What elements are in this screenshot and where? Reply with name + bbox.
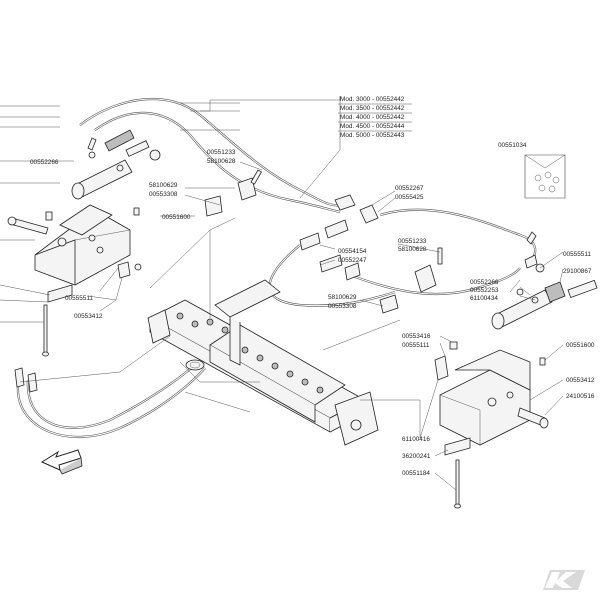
- model-row-1: Mod. 3000 - 00552442: [340, 96, 405, 103]
- model-row-2: Mod. 3500 - 00552442: [340, 105, 405, 112]
- label-61100434: 61100434: [470, 295, 498, 302]
- label-00555111: 00555111: [402, 342, 430, 349]
- label-00553416: 00553416: [402, 333, 431, 340]
- model-row-3: Mod. 4000 - 00552442: [340, 114, 405, 121]
- label-00552266-right: 00552266: [470, 279, 499, 286]
- label-00554154: 00554154: [338, 248, 367, 255]
- left-hydraulic-cylinder: [71, 129, 161, 200]
- label-00553412-left: 00553412: [74, 313, 103, 320]
- label-00551034: 00551034: [498, 142, 527, 149]
- part-number-labels: 00551034 00552266 00551233 58100628 5810…: [30, 142, 595, 477]
- label-00552247: 00552247: [338, 257, 367, 264]
- label-00555425: 00555425: [395, 194, 424, 201]
- label-36200241: 36200241: [402, 453, 431, 460]
- center-fittings: [204, 169, 443, 314]
- beam-bolts: [176, 312, 324, 394]
- label-58100628-left: 58100628: [207, 158, 236, 165]
- label-00551233-right: 00551233: [398, 238, 427, 245]
- model-table: Mod. 3000 - 00552442 Mod. 3500 - 0055244…: [338, 96, 412, 139]
- left-mounting-bracket: [7, 204, 142, 357]
- label-00552267: 00552267: [395, 185, 424, 192]
- label-58100628-right: 58100628: [398, 246, 427, 253]
- label-00553412-right: 00553412: [566, 377, 595, 384]
- label-00553308-left: 00553308: [149, 191, 178, 198]
- label-00551233-left: 00551233: [207, 149, 236, 156]
- label-00551600-right: 00551600: [566, 342, 595, 349]
- brand-logo-icon: [543, 570, 585, 590]
- leader-lines: [0, 96, 564, 491]
- label-61100416: 61100416: [402, 436, 430, 443]
- model-row-4: Mod. 4500 - 00552444: [340, 123, 405, 130]
- label-00555511-left: 00555511: [65, 295, 93, 302]
- direction-arrow-icon: [40, 449, 83, 475]
- hydraulic-hoses: [16, 97, 537, 438]
- label-00551184: 00551184: [402, 470, 430, 477]
- label-29100867: 29100867: [563, 268, 592, 275]
- model-row-5: Mod. 5000 - 00552443: [340, 132, 405, 139]
- hose-end-fittings: [14, 367, 38, 393]
- label-00552266-left: 00552266: [30, 159, 59, 166]
- right-hydraulic-cylinder: [491, 231, 598, 330]
- label-00555511-right: 00555511: [563, 251, 591, 258]
- label-24100516: 24100516: [566, 393, 595, 400]
- main-frame-beam: [147, 279, 379, 446]
- label-00551600-left: 00551600: [162, 214, 191, 221]
- label-00553308-right: 00553308: [328, 303, 357, 310]
- label-00552253: 00552253: [470, 287, 499, 294]
- right-mounting-bracket: [434, 341, 549, 509]
- label-58100629-left: 58100629: [149, 182, 178, 189]
- label-58100629-right: 58100629: [328, 294, 357, 301]
- parts-bag-icon: [524, 154, 566, 199]
